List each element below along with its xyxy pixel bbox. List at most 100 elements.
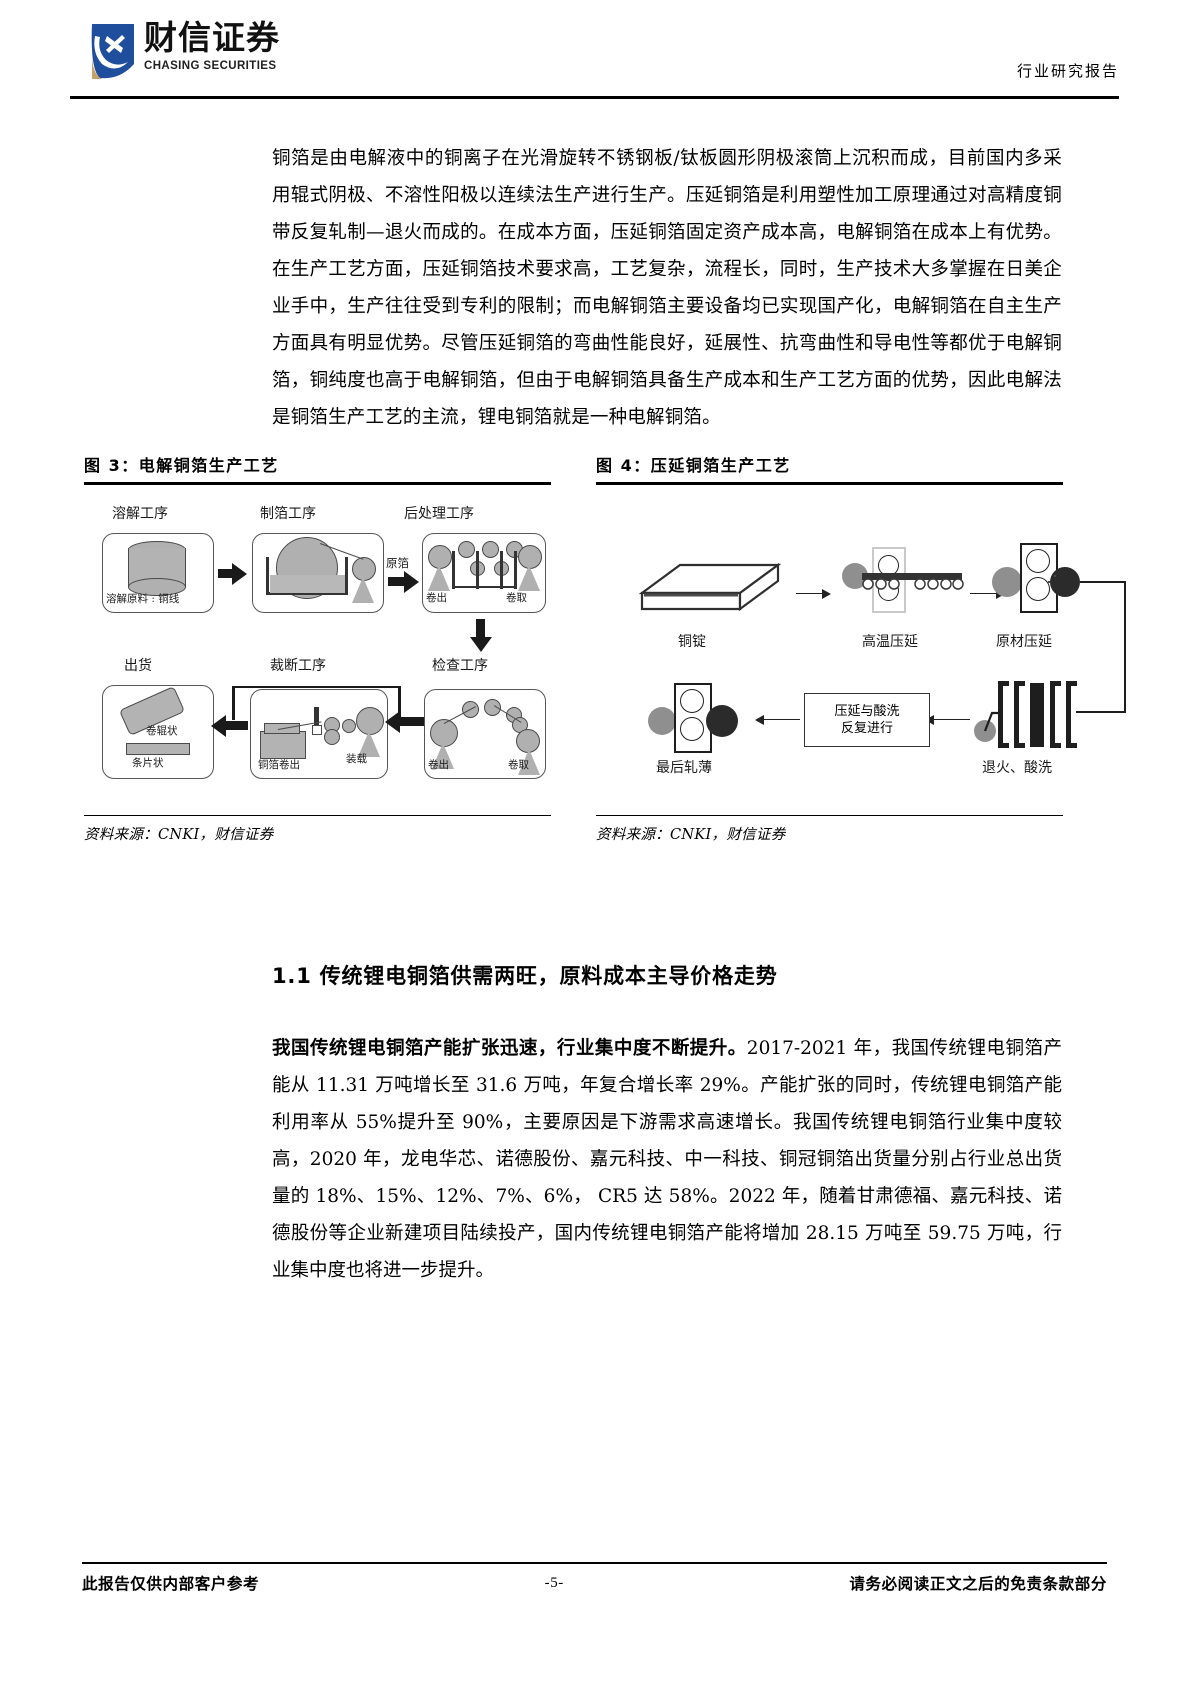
fig3-label-strip-form: 条片状 bbox=[132, 756, 164, 769]
fig3-arrow2-stem bbox=[388, 576, 404, 586]
brand-name-en: CHASING SECURITIES bbox=[144, 60, 277, 72]
fig3-cut-machine-body bbox=[260, 730, 306, 759]
fig3-arrow3-stem bbox=[476, 618, 485, 637]
fig4-arrow2-stem bbox=[970, 592, 996, 595]
fig4-final-roll-bottom bbox=[680, 716, 704, 741]
figure-3-title: 图 3：电解铜箔生产工艺 bbox=[84, 456, 279, 475]
section-heading: 1.1 传统锂电铜箔供需两旺，原料成本主导价格走势 bbox=[272, 964, 778, 988]
fig4-arrow1-stem bbox=[796, 592, 822, 595]
company-logo: 财信证券 CHASING SECURITIES bbox=[90, 20, 280, 82]
fig3-blade bbox=[314, 706, 319, 725]
fig3-label-loading: 装载 bbox=[346, 752, 367, 765]
figure-3-title-rule bbox=[84, 482, 551, 485]
brand-text: 财信证券 CHASING SECURITIES bbox=[144, 18, 280, 73]
fig4-ingot-shape bbox=[638, 559, 783, 625]
fig3-loading-drum bbox=[356, 706, 384, 735]
footer-divider bbox=[82, 1562, 1107, 1564]
fig4-arrow3-stem bbox=[934, 718, 970, 721]
fig4-raw-roll-bottom bbox=[1026, 576, 1050, 601]
fig4-loop-top-seg bbox=[1080, 580, 1126, 583]
fig3-electrolyte bbox=[270, 574, 345, 593]
fig3-label-post-process: 后处理工序 bbox=[404, 505, 474, 522]
figure-4-title-rule bbox=[596, 482, 1063, 485]
fig3-tank-div-3 bbox=[500, 550, 503, 589]
fig3-label-shipping: 出货 bbox=[124, 657, 152, 674]
fig4-arrow4-stem bbox=[764, 718, 800, 721]
footer-right-note: 请务必阅读正文之后的免责条款部分 bbox=[849, 1575, 1107, 1593]
fig4-loop-right-vert bbox=[1124, 580, 1127, 713]
fig3-stand-6 bbox=[518, 748, 540, 775]
figure-4-title: 图 4：压延铜箔生产工艺 bbox=[596, 456, 791, 475]
fig4-arrow1-head bbox=[822, 588, 831, 599]
fig3-strip-shape bbox=[126, 742, 190, 755]
fig3-stand-2 bbox=[428, 564, 450, 591]
figure-4-source: 资料来源：CNKI，财信证券 bbox=[596, 827, 786, 843]
fig4-final-take-roll bbox=[706, 704, 738, 737]
report-type-label: 行业研究报告 bbox=[1016, 62, 1119, 80]
fig3-loop-top bbox=[232, 685, 400, 688]
fig4-label-final-thinning: 最后轧薄 bbox=[656, 759, 712, 776]
paragraph-rest: 2017-2021 年，我国传统锂电铜箔产能从 11.31 万吨增长至 31.6… bbox=[272, 1038, 1062, 1281]
fig3-cylinder-bottom bbox=[128, 577, 186, 596]
fig3-label-cutting: 裁断工序 bbox=[270, 657, 326, 674]
fig3-cut-roller-2 bbox=[324, 728, 340, 745]
fig3-arrow4-stem bbox=[226, 720, 248, 730]
fig3-insp-roller-2 bbox=[484, 698, 501, 716]
figure-3-foot-rule bbox=[84, 814, 551, 816]
fig3-tank-div-4 bbox=[514, 550, 517, 589]
intro-paragraph: 铜箔是由电解液中的铜离子在光滑旋转不锈钢板/钛板圆形阴极滚筒上沉积而成，目前国内… bbox=[272, 148, 1062, 428]
fig4-loop-bottom-seg bbox=[1076, 710, 1126, 713]
fig4-label-hot-rolling: 高温压延 bbox=[862, 633, 918, 650]
fig3-arrow4-head bbox=[211, 714, 226, 737]
page-header: 财信证券 CHASING SECURITIES 行业研究报告 bbox=[70, 14, 1119, 94]
fig4-hot-conveyor bbox=[862, 577, 964, 596]
fig3-label-rewind-2: 卷取 bbox=[508, 758, 529, 771]
figure-3-source: 资料来源：CNKI，财信证券 bbox=[84, 827, 274, 843]
fig4-arrow4-head bbox=[755, 714, 764, 725]
fig4-raw-take-roll bbox=[1050, 566, 1080, 597]
fig3-label-foil-making: 制箔工序 bbox=[260, 505, 316, 522]
fig3-label-raw-material: 溶解原料 : 铜线 bbox=[106, 592, 180, 605]
fig4-label-ingot: 铜锭 bbox=[678, 633, 706, 650]
fig3-stand-3 bbox=[518, 564, 540, 591]
section-paragraph: 我国传统锂电铜箔产能扩张迅速，行业集中度不断提升。2017-2021 年，我国传… bbox=[272, 1030, 1062, 1289]
fig3-label-inspection: 检查工序 bbox=[432, 657, 488, 674]
figure-4-foot-rule bbox=[596, 814, 1063, 816]
fig3-tank-left bbox=[266, 556, 269, 595]
paragraph-lead: 我国传统锂电铜箔产能扩张迅速，行业集中度不断提升。 bbox=[272, 1038, 747, 1059]
fig4-repeat-line1: 压延与酸洗 bbox=[834, 703, 900, 719]
fig4-hot-strip bbox=[862, 572, 962, 580]
fig4-repeat-line2: 反复进行 bbox=[840, 720, 893, 736]
fig3-guide-roller-1 bbox=[458, 540, 475, 558]
fig4-label-anneal-pickle: 退火、酸洗 bbox=[982, 759, 1052, 776]
fig3-stand-1 bbox=[352, 576, 374, 603]
figure-4-block: 图 4：压延铜箔生产工艺 铜锭 bbox=[596, 452, 1127, 844]
fig3-arrow5-stem bbox=[400, 716, 424, 726]
figure-3-diagram: 溶解工序 制箔工序 后处理工序 溶解原料 : 铜线 bbox=[84, 485, 551, 815]
fig3-arrow5-head bbox=[385, 710, 400, 733]
fig3-loop-right bbox=[398, 685, 401, 720]
fig3-cut-roller-3 bbox=[342, 718, 356, 733]
fig4-raw-feed-roll bbox=[992, 566, 1022, 597]
fig3-label-raw-foil: 原箔 bbox=[386, 555, 409, 570]
fig3-loop-left bbox=[232, 685, 235, 720]
fig3-stand-4 bbox=[358, 730, 380, 757]
fig4-label-raw-rolling: 原材压延 bbox=[996, 633, 1052, 650]
fig3-arrow2-head bbox=[404, 570, 419, 593]
fig3-arrow3-head bbox=[470, 636, 492, 652]
figure-4-diagram: 铜锭 bbox=[596, 485, 1127, 815]
fig3-arrow1-head bbox=[232, 562, 247, 585]
fig3-tank-base-2 bbox=[452, 585, 514, 588]
page-footer: 此报告仅供内部客户参考 -5- 请务必阅读正文之后的免责条款部分 bbox=[82, 1572, 1107, 1594]
fig3-label-unwind-1: 卷出 bbox=[426, 591, 447, 604]
fig4-final-feed-roll bbox=[648, 706, 676, 735]
fig3-label-foil-unwind: 铜箔卷出 bbox=[258, 758, 300, 771]
fig3-label-rewind-1: 卷取 bbox=[506, 591, 527, 604]
fig4-loop-anchor bbox=[1054, 574, 1056, 577]
brand-name-cn: 财信证券 bbox=[144, 18, 280, 57]
fig3-label-unwind-2: 卷出 bbox=[428, 758, 449, 771]
fig3-stand-5 bbox=[432, 742, 454, 769]
fig4-raw-roll-top bbox=[1026, 548, 1050, 573]
fig3-tank-right bbox=[345, 556, 348, 595]
